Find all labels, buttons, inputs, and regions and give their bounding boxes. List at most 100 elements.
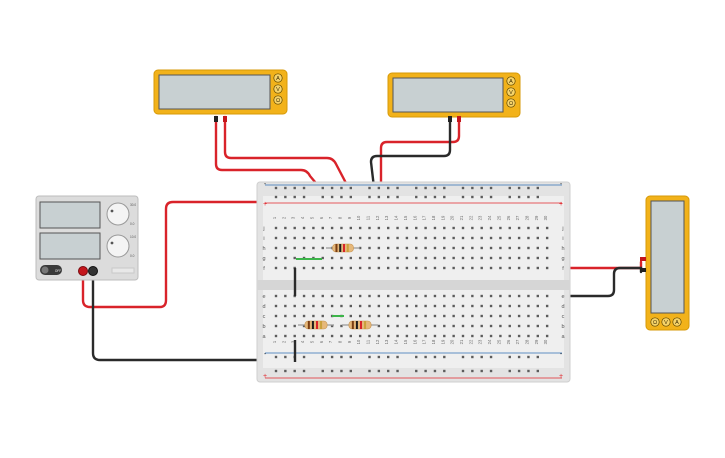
- terminal-hole[interactable]: [461, 334, 465, 338]
- terminal-hole[interactable]: [405, 246, 409, 250]
- terminal-hole[interactable]: [461, 304, 465, 308]
- rail-hole[interactable]: [321, 195, 324, 199]
- rail-hole[interactable]: [349, 355, 352, 359]
- multimeter-left[interactable]: AVΩ: [153, 69, 288, 115]
- terminal-hole[interactable]: [433, 266, 437, 270]
- terminal-hole[interactable]: [424, 324, 427, 328]
- terminal-hole[interactable]: [358, 314, 362, 318]
- terminal-hole[interactable]: [302, 246, 306, 250]
- terminal-hole[interactable]: [517, 334, 521, 338]
- terminal-hole[interactable]: [405, 266, 409, 270]
- rail-hole[interactable]: [415, 195, 418, 199]
- rail-hole[interactable]: [527, 195, 530, 199]
- terminal-hole[interactable]: [536, 324, 539, 328]
- terminal-hole[interactable]: [461, 314, 465, 318]
- terminal-hole[interactable]: [527, 266, 530, 270]
- rail-hole[interactable]: [340, 195, 343, 199]
- terminal-hole[interactable]: [377, 226, 381, 230]
- terminal-hole[interactable]: [274, 324, 278, 328]
- terminal-hole[interactable]: [489, 246, 493, 250]
- terminal-hole[interactable]: [321, 226, 324, 230]
- terminal-hole[interactable]: [433, 246, 437, 250]
- terminal-hole[interactable]: [349, 294, 352, 298]
- terminal-hole[interactable]: [368, 294, 371, 298]
- terminal-hole[interactable]: [443, 246, 446, 250]
- terminal-hole[interactable]: [349, 334, 352, 338]
- terminal-hole[interactable]: [293, 304, 296, 308]
- rail-hole[interactable]: [330, 369, 334, 373]
- wire-red-left-meter-a[interactable]: [223, 115, 382, 250]
- knob-icon[interactable]: [106, 202, 130, 226]
- terminal-hole[interactable]: [489, 256, 493, 260]
- terminal-hole[interactable]: [508, 266, 511, 270]
- terminal-hole[interactable]: [499, 266, 502, 270]
- terminal-hole[interactable]: [358, 246, 362, 250]
- terminal-hole[interactable]: [489, 294, 493, 298]
- terminal-hole[interactable]: [461, 294, 465, 298]
- terminal-hole[interactable]: [330, 266, 334, 270]
- terminal-hole[interactable]: [433, 236, 437, 240]
- rail-hole[interactable]: [471, 195, 474, 199]
- rail-hole[interactable]: [293, 195, 296, 199]
- rail-hole[interactable]: [274, 369, 278, 373]
- terminal-hole[interactable]: [452, 256, 455, 260]
- rail-hole[interactable]: [424, 355, 427, 359]
- terminal-hole[interactable]: [405, 324, 409, 328]
- terminal-hole[interactable]: [330, 236, 334, 240]
- rail-hole[interactable]: [461, 195, 465, 199]
- terminal-hole[interactable]: [508, 226, 511, 230]
- terminal-hole[interactable]: [358, 334, 362, 338]
- terminal-hole[interactable]: [499, 246, 502, 250]
- meter-mode-button[interactable]: [273, 73, 283, 83]
- terminal-hole[interactable]: [349, 236, 352, 240]
- terminal-hole[interactable]: [387, 334, 390, 338]
- terminal-hole[interactable]: [415, 294, 418, 298]
- terminal-hole[interactable]: [415, 266, 418, 270]
- terminal-hole[interactable]: [368, 226, 371, 230]
- rail-hole[interactable]: [415, 355, 418, 359]
- terminal-hole[interactable]: [452, 324, 455, 328]
- rail-hole[interactable]: [293, 369, 296, 373]
- terminal-hole[interactable]: [452, 294, 455, 298]
- terminal-hole[interactable]: [358, 304, 362, 308]
- terminal-hole[interactable]: [480, 314, 483, 318]
- rail-hole[interactable]: [368, 195, 371, 199]
- meter-mode-button[interactable]: [506, 87, 516, 97]
- terminal-hole[interactable]: [274, 246, 278, 250]
- terminal-hole[interactable]: [471, 256, 474, 260]
- terminal-hole[interactable]: [368, 246, 371, 250]
- terminal-hole[interactable]: [340, 236, 343, 240]
- terminal-hole[interactable]: [284, 226, 287, 230]
- terminal-hole[interactable]: [480, 236, 483, 240]
- rail-hole[interactable]: [377, 195, 381, 199]
- terminal-hole[interactable]: [293, 236, 296, 240]
- terminal-hole[interactable]: [321, 256, 324, 260]
- terminal-hole[interactable]: [461, 226, 465, 230]
- supply-terminal-positive[interactable]: [78, 266, 88, 276]
- rail-hole[interactable]: [508, 369, 511, 373]
- terminal-hole[interactable]: [415, 226, 418, 230]
- terminal-hole[interactable]: [274, 256, 278, 260]
- rail-hole[interactable]: [377, 355, 381, 359]
- rail-hole[interactable]: [424, 186, 427, 190]
- terminal-hole[interactable]: [415, 324, 418, 328]
- terminal-hole[interactable]: [499, 334, 502, 338]
- terminal-hole[interactable]: [471, 314, 474, 318]
- terminal-hole[interactable]: [480, 324, 483, 328]
- terminal-hole[interactable]: [461, 246, 465, 250]
- terminal-hole[interactable]: [312, 294, 315, 298]
- terminal-hole[interactable]: [471, 266, 474, 270]
- terminal-hole[interactable]: [405, 226, 409, 230]
- terminal-hole[interactable]: [489, 236, 493, 240]
- terminal-hole[interactable]: [471, 304, 474, 308]
- terminal-hole[interactable]: [340, 226, 343, 230]
- rail-hole[interactable]: [340, 355, 343, 359]
- rail-hole[interactable]: [387, 195, 390, 199]
- terminal-hole[interactable]: [471, 324, 474, 328]
- terminal-hole[interactable]: [368, 334, 371, 338]
- terminal-hole[interactable]: [396, 334, 399, 338]
- terminal-hole[interactable]: [471, 294, 474, 298]
- terminal-hole[interactable]: [284, 324, 287, 328]
